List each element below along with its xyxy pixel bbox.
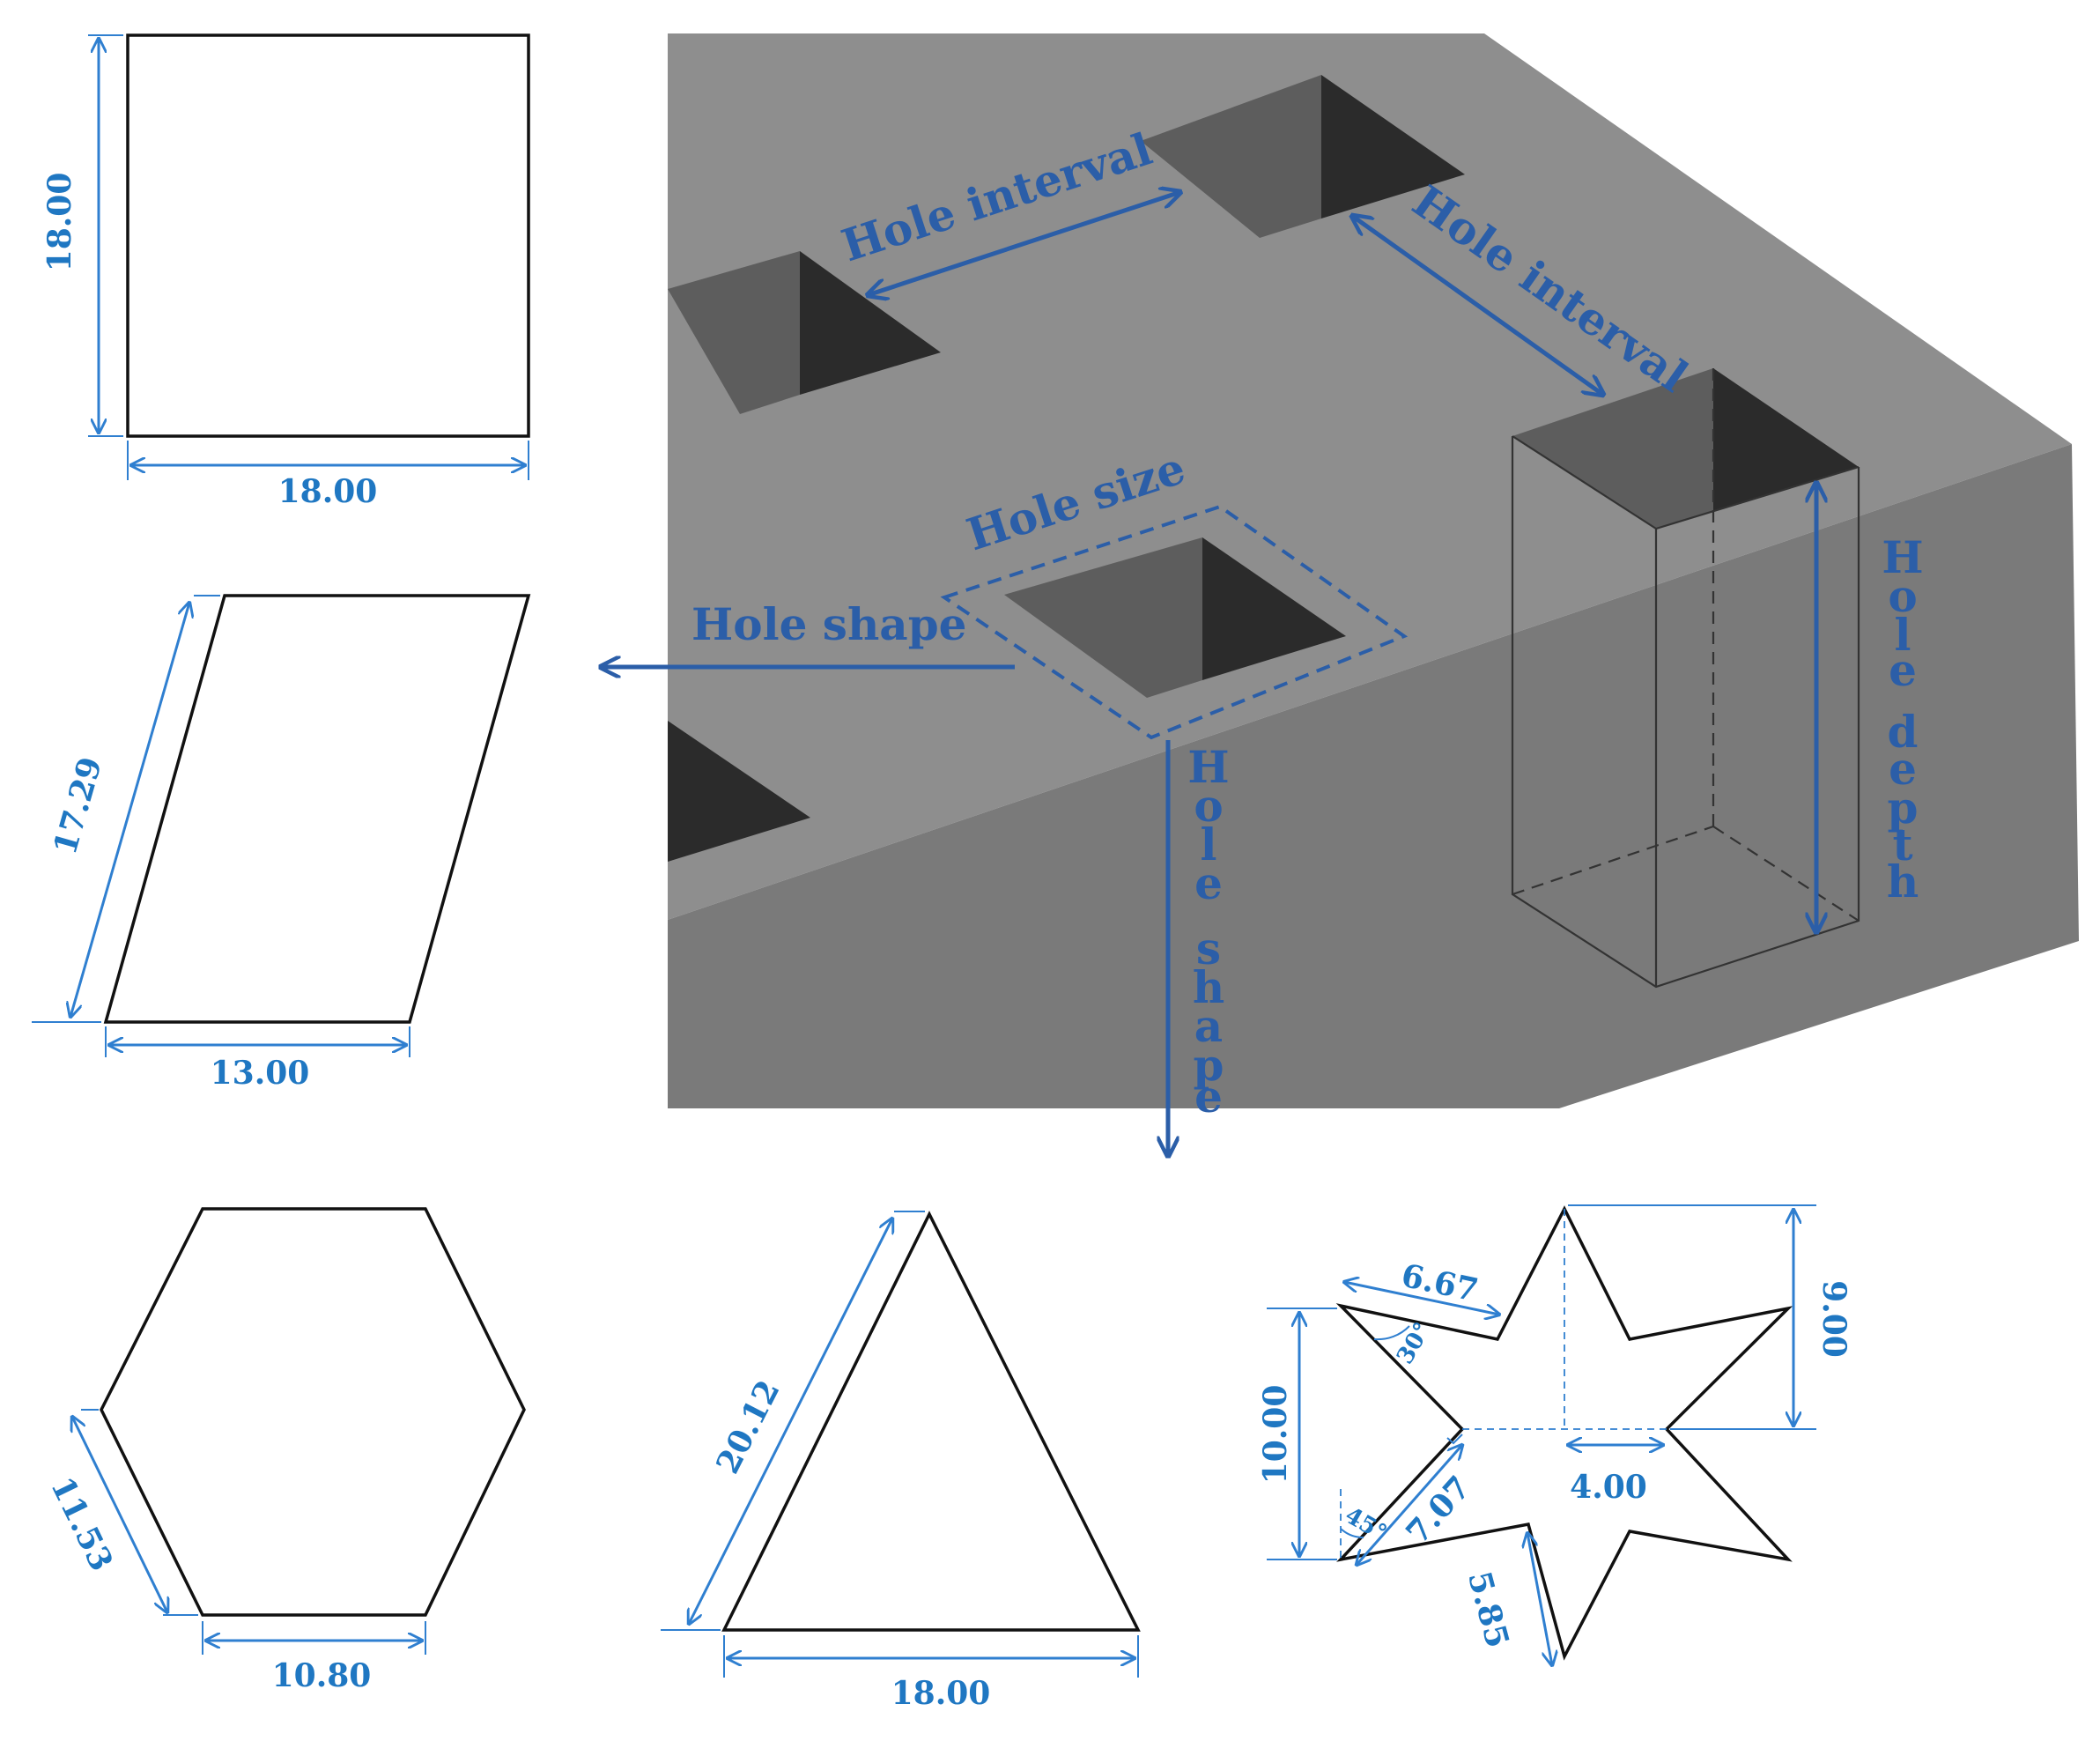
svg-text:o: o xyxy=(1194,780,1223,832)
triangle-side-label: 20.12 xyxy=(709,1374,788,1480)
svg-text:t: t xyxy=(1892,819,1912,870)
svg-text:l: l xyxy=(1895,609,1911,661)
star-offset-label: 4.00 xyxy=(1570,1469,1647,1506)
parallelogram-outline xyxy=(103,594,531,1024)
hole-right-deep xyxy=(1511,368,1860,989)
triangle-base-label: 18.00 xyxy=(891,1675,991,1712)
svg-text:l: l xyxy=(1201,819,1217,870)
svg-text:e: e xyxy=(1889,644,1917,696)
triangle-outline xyxy=(721,1211,1141,1632)
hole-shape-label: Hole shape xyxy=(691,598,966,650)
hexagon-width-label: 10.80 xyxy=(272,1657,372,1694)
triangle-side-dimension xyxy=(689,1219,892,1624)
hole-top-center xyxy=(1141,75,1465,238)
star-arm-label: 6.67 xyxy=(1398,1257,1482,1309)
hole-top-left xyxy=(668,251,941,414)
star-inner-dimension xyxy=(1357,1445,1462,1565)
svg-text:e: e xyxy=(1194,1071,1223,1122)
hole-interval-arrow-1 xyxy=(868,192,1180,295)
star-shape-group: 6.67 30° 10.00 45° 7.07 4.00 5.85 9.00 xyxy=(1257,1204,1852,1665)
star-tip-label: 5.85 xyxy=(1460,1567,1516,1652)
hole-middle xyxy=(1004,537,1346,698)
svg-text:p: p xyxy=(1888,782,1919,833)
hole-size-outline xyxy=(940,504,1409,740)
svg-text:h: h xyxy=(1887,856,1919,908)
square-outline xyxy=(126,33,530,438)
star-arm-dimension xyxy=(1344,1282,1499,1315)
square-width-label: 18.00 xyxy=(278,473,378,510)
parallelogram-shape-group: 17.29 13.00 xyxy=(32,594,531,1092)
block-front-face xyxy=(668,444,2079,1108)
svg-text:s: s xyxy=(1196,922,1221,974)
triangle-shape-group: 20.12 18.00 xyxy=(661,1211,1141,1712)
svg-text:d: d xyxy=(1888,706,1919,758)
svg-text:o: o xyxy=(1888,570,1917,622)
svg-text:a: a xyxy=(1194,1000,1223,1052)
svg-text:p: p xyxy=(1194,1039,1224,1091)
hole-bottom-left xyxy=(668,721,810,862)
parallelogram-side-dimension xyxy=(70,603,189,1017)
star-top-label: 9.00 xyxy=(1815,1280,1852,1358)
star-height-label: 10.00 xyxy=(1257,1385,1294,1485)
square-height-label: 18.00 xyxy=(41,173,78,272)
hole-depth-vertical-label: H o l e d e p t h xyxy=(1882,531,1923,908)
parallelogram-side-label: 17.29 xyxy=(47,753,109,859)
star-tip-dimension xyxy=(1527,1533,1552,1665)
parallelogram-base-label: 13.00 xyxy=(211,1055,310,1092)
hexagon-side-label: 11.53 xyxy=(43,1471,120,1577)
svg-text:H: H xyxy=(1187,741,1229,793)
svg-text:e: e xyxy=(1194,857,1223,909)
hexagon-outline xyxy=(100,1207,526,1617)
square-shape-group: 18.00 18.00 xyxy=(41,33,530,510)
svg-text:e: e xyxy=(1889,743,1917,795)
svg-text:h: h xyxy=(1193,961,1224,1013)
hole-shape-vertical-label: H o l e s h a p e xyxy=(1187,741,1229,1122)
hexagon-side-dimension xyxy=(72,1417,167,1612)
hexagon-shape-group: 11.53 10.80 xyxy=(43,1207,526,1694)
svg-text:H: H xyxy=(1882,531,1923,583)
perforated-block: Hole interval Hole interval Hole size Ho… xyxy=(601,33,2079,1156)
hole-interval-arrow-2 xyxy=(1352,216,1603,395)
